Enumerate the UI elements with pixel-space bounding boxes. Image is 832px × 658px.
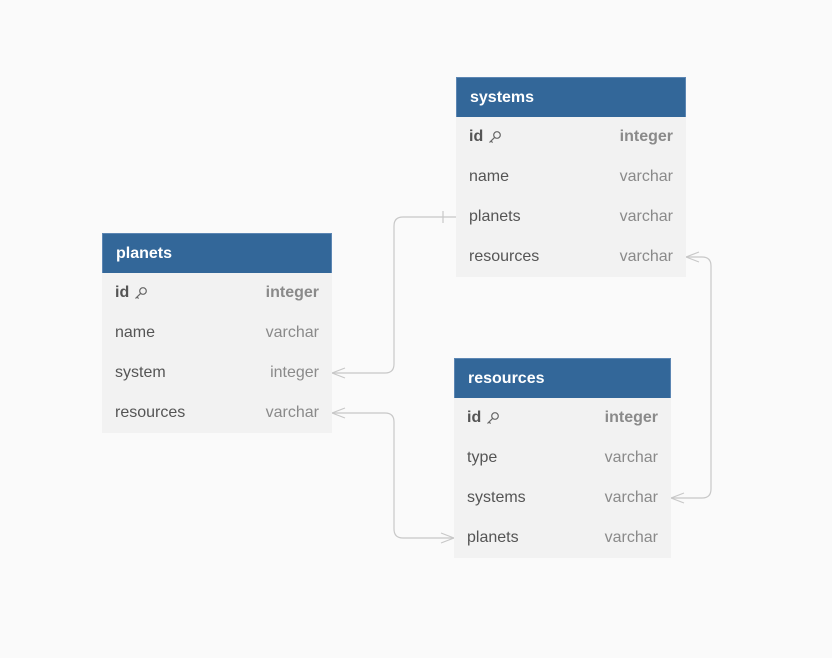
field-name: type <box>467 449 498 466</box>
field-type: varchar <box>619 168 673 185</box>
field-type: varchar <box>604 489 658 506</box>
connector-systems-resources-to-resources-systems[interactable] <box>671 256 712 499</box>
key-icon <box>486 411 500 425</box>
connector-planets-system-to-systems-planets[interactable] <box>332 216 456 374</box>
table-header-resources[interactable]: resources <box>454 358 671 398</box>
field-type: varchar <box>265 324 319 341</box>
field-name: id <box>115 284 130 301</box>
field-type: varchar <box>604 529 658 546</box>
field-row[interactable]: resources varchar <box>102 393 332 433</box>
field-type: varchar <box>604 449 658 466</box>
field-row[interactable]: id integer <box>454 398 671 438</box>
field-name: planets <box>467 529 519 546</box>
crowfoot-systems-resources <box>685 251 700 263</box>
field-type: integer <box>604 409 658 426</box>
field-name: id <box>467 409 482 426</box>
crowfoot-planets-system <box>331 367 346 379</box>
field-type: integer <box>619 128 673 145</box>
field-name: resources <box>115 404 186 421</box>
field-row[interactable]: system integer <box>102 353 332 393</box>
field-name: system <box>115 364 166 381</box>
field-name-cell: id <box>467 409 500 427</box>
field-row[interactable]: planets varchar <box>456 197 686 237</box>
connector-planets-resources-to-resources-planets[interactable] <box>332 412 454 539</box>
field-row[interactable]: type varchar <box>454 438 671 478</box>
key-icon <box>488 130 502 144</box>
key-icon <box>134 286 148 300</box>
table-planets[interactable]: planets id integer name varchar system i… <box>102 233 332 433</box>
crowfoot-resources-planets <box>440 532 455 544</box>
field-name: planets <box>469 208 521 225</box>
field-row[interactable]: id integer <box>456 117 686 157</box>
field-name: name <box>469 168 510 185</box>
field-row[interactable]: systems varchar <box>454 478 671 518</box>
table-header-systems[interactable]: systems <box>456 77 686 117</box>
field-name-cell: id <box>469 128 502 146</box>
table-systems[interactable]: systems id integer name varchar planets … <box>456 77 686 277</box>
field-name: resources <box>469 248 540 265</box>
field-type: varchar <box>619 208 673 225</box>
crowfoot-resources-systems <box>670 492 685 504</box>
field-row[interactable]: resources varchar <box>456 237 686 277</box>
field-name-cell: id <box>115 284 148 302</box>
field-type: integer <box>265 284 319 301</box>
field-type: varchar <box>619 248 673 265</box>
table-header-planets[interactable]: planets <box>102 233 332 273</box>
field-name: systems <box>467 489 526 506</box>
table-resources[interactable]: resources id integer type varchar system… <box>454 358 671 558</box>
crowfoot-planets-resources <box>331 407 346 419</box>
field-name: name <box>115 324 156 341</box>
field-row[interactable]: name varchar <box>456 157 686 197</box>
field-row[interactable]: id integer <box>102 273 332 313</box>
field-type: varchar <box>265 404 319 421</box>
field-name: id <box>469 128 484 145</box>
field-row[interactable]: planets varchar <box>454 518 671 558</box>
field-row[interactable]: name varchar <box>102 313 332 353</box>
field-type: integer <box>270 364 319 381</box>
